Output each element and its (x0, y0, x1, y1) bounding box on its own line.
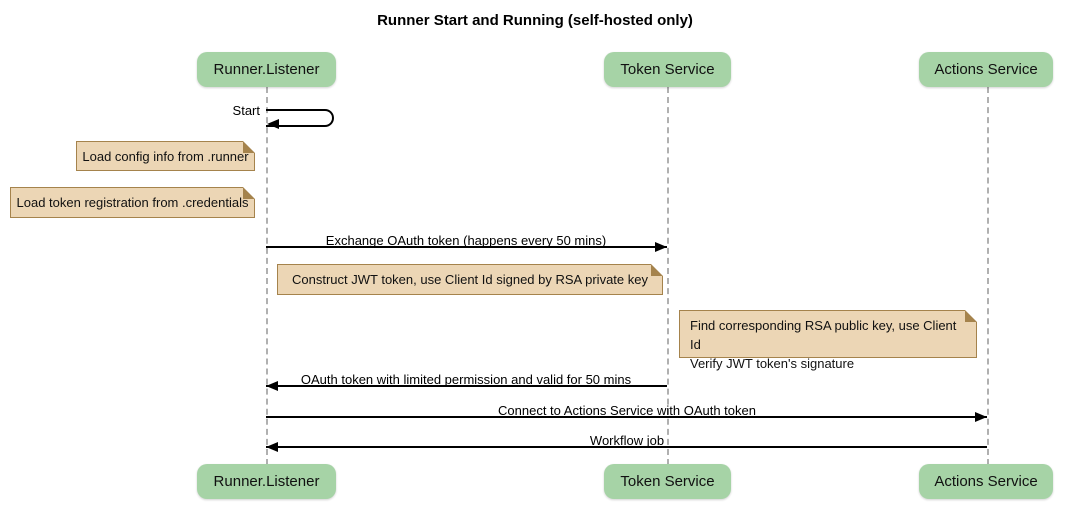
participant-label: Token Service (620, 61, 715, 78)
lifeline-token-service (667, 87, 669, 465)
participant-runner-listener-bottom: Runner.Listener (197, 464, 336, 499)
participant-token-service-top: Token Service (604, 52, 731, 87)
participant-label: Runner.Listener (213, 473, 320, 490)
participant-runner-listener-top: Runner.Listener (197, 52, 336, 87)
note-load-config: Load config info from .runner (76, 141, 255, 171)
message-line (266, 385, 667, 387)
arrowhead-left-icon (266, 381, 278, 391)
participant-label: Token Service (620, 473, 715, 490)
lifeline-actions-service (987, 87, 989, 465)
message-label-workflow-job: Workflow job (589, 433, 665, 448)
self-message-loop (266, 109, 334, 127)
note-text: Load config info from .runner (82, 148, 249, 164)
participant-token-service-bottom: Token Service (604, 464, 731, 499)
message-line (266, 446, 987, 448)
message-line (266, 416, 987, 418)
message-label-start: Start (232, 103, 260, 118)
note-text-line: Find corresponding RSA public key, use C… (690, 318, 957, 352)
arrowhead-right-icon (655, 242, 667, 252)
note-load-token-registration: Load token registration from .credential… (10, 187, 255, 218)
participant-label: Actions Service (934, 473, 1038, 490)
message-line (266, 246, 667, 248)
participant-label: Actions Service (934, 61, 1038, 78)
arrowhead-left-icon (267, 119, 279, 129)
note-construct-jwt: Construct JWT token, use Client Id signe… (277, 264, 663, 295)
lifeline-runner-listener (266, 87, 268, 465)
note-text: Load token registration from .credential… (16, 195, 249, 210)
message-label-oauth-return: OAuth token with limited permission and … (300, 372, 632, 387)
note-verify-jwt: Find corresponding RSA public key, use C… (679, 310, 977, 371)
diagram-title: Runner Start and Running (self-hosted on… (377, 12, 693, 29)
message-label-exchange-oauth: Exchange OAuth token (happens every 50 m… (325, 233, 607, 248)
message-label-connect-actions: Connect to Actions Service with OAuth to… (498, 403, 756, 418)
arrowhead-left-icon (266, 442, 278, 452)
participant-actions-service-bottom: Actions Service (919, 464, 1053, 499)
arrowhead-right-icon (975, 412, 987, 422)
note-text: Construct JWT token, use Client Id signe… (292, 272, 648, 287)
participant-actions-service-top: Actions Service (919, 52, 1053, 87)
note-text-line: Verify JWT token's signature (690, 355, 855, 371)
participant-label: Runner.Listener (213, 61, 320, 78)
